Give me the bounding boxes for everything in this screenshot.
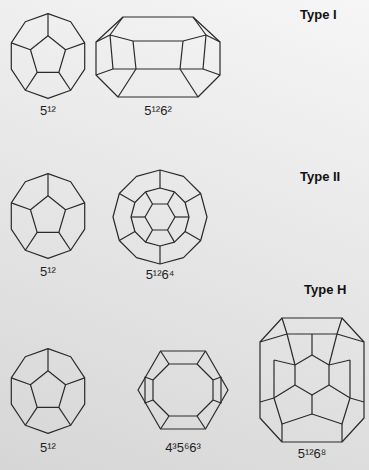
irregular-dodecahedron-cage	[138, 351, 228, 429]
cage-edge	[180, 41, 183, 69]
cage-edge	[159, 246, 160, 264]
cage-edge	[133, 41, 136, 69]
cage-edge	[161, 351, 170, 364]
cage-formula-label: 4³5⁶6³	[165, 441, 201, 456]
cage-edge	[131, 188, 189, 246]
cage-edge	[329, 360, 350, 365]
hexagon-face	[145, 204, 175, 230]
cage-outline	[138, 351, 228, 429]
cage-outline	[260, 318, 364, 442]
cage-edge	[260, 385, 295, 402]
cage-edge	[185, 232, 201, 241]
cage-edge	[119, 232, 135, 241]
cage-edge	[287, 334, 295, 365]
cage-edge	[349, 360, 350, 398]
dodecahedron-cage	[11, 349, 84, 434]
cage-edge	[119, 194, 135, 203]
dodecahedron-cage	[11, 14, 84, 99]
cage-edge	[168, 230, 175, 242]
hydrate-type-label: Type H	[304, 283, 346, 298]
cage-edge	[273, 360, 274, 398]
hydrate-type-label: Type II	[300, 170, 340, 185]
cage-formula-label: 5¹²6⁴	[146, 268, 175, 283]
icosahedron-cage	[260, 318, 364, 442]
cage-edge	[185, 194, 201, 203]
cage-edge	[146, 192, 153, 204]
cage-outline	[96, 17, 220, 97]
cage-formula-label: 5¹²	[40, 441, 56, 456]
cage-edge	[168, 192, 175, 204]
cage-edge	[281, 424, 282, 442]
cage-edge	[260, 334, 287, 342]
cage-edge	[282, 318, 342, 334]
cage-formula-label: 5¹²	[40, 265, 56, 280]
cage-outline	[113, 170, 207, 264]
cage-edge	[96, 69, 220, 75]
cage-edge	[96, 35, 220, 42]
cage-edge	[311, 334, 312, 355]
cage-edge	[180, 69, 198, 97]
cage-edge	[203, 35, 206, 69]
cage-edge	[118, 69, 136, 97]
cage-edge	[153, 364, 213, 416]
square-face	[145, 377, 153, 403]
dodecahedron-cage	[11, 174, 84, 259]
hydrate-type-label: Type I	[300, 8, 337, 23]
cage-edge	[193, 17, 206, 35]
cage-edge	[197, 416, 206, 429]
tetrakaidecahedron-cage	[96, 17, 220, 97]
cage-formula-label: 5¹²6⁸	[298, 447, 327, 462]
cage-formula-label: 5¹²6²	[144, 104, 171, 119]
cage-edge	[110, 35, 113, 69]
cage-edge	[341, 424, 342, 442]
cage-edge	[161, 416, 170, 429]
cage-edge	[329, 334, 337, 365]
hexakaidecahedron-cage	[113, 170, 207, 264]
square-face	[213, 377, 221, 403]
cage-edge	[274, 360, 295, 365]
cage-edge	[131, 216, 145, 217]
cage-edge	[311, 395, 312, 414]
cage-edge	[337, 334, 364, 342]
cage-edge	[175, 216, 189, 217]
cage-edge	[274, 398, 350, 424]
cage-edge	[329, 385, 364, 402]
cage-edge	[197, 351, 206, 364]
hexagon-face	[295, 355, 329, 395]
cage-formula-label: 5¹²	[40, 104, 56, 119]
cage-edge	[159, 170, 160, 188]
cage-edge	[110, 17, 123, 35]
cage-edge	[146, 230, 153, 242]
